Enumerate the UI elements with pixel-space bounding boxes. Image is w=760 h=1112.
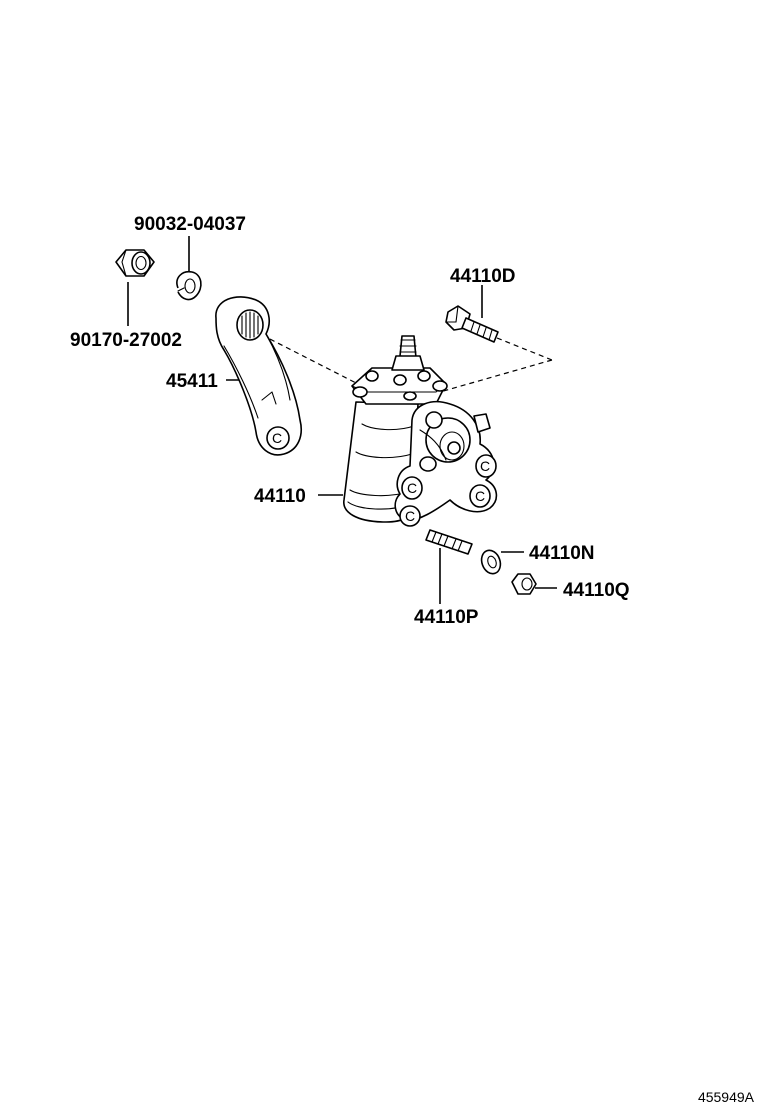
alignment-dashed-lines xyxy=(261,334,553,393)
stud-bolt-icon xyxy=(425,529,473,555)
part-label: 90170-27002 xyxy=(70,330,182,351)
washer-icon xyxy=(480,549,502,575)
bolt-icon xyxy=(445,305,499,343)
part-label: 45411 xyxy=(166,371,218,392)
svg-text:C: C xyxy=(407,480,417,496)
part-label: 44110P xyxy=(414,607,479,628)
part-label: 44110N xyxy=(529,543,595,564)
steering-gear-housing-icon: C C C C xyxy=(343,335,498,527)
part-label: 44110D xyxy=(450,266,516,287)
part-label: 44110 xyxy=(254,486,306,507)
svg-text:C: C xyxy=(405,508,415,524)
flange-nut-icon xyxy=(511,573,537,595)
lock-washer-icon xyxy=(176,270,202,301)
pitman-arm-icon: C xyxy=(215,296,302,456)
svg-text:C: C xyxy=(480,458,490,474)
svg-text:C: C xyxy=(475,488,485,504)
part-label: 90032-04037 xyxy=(134,214,246,235)
diagram-reference-number: 455949A xyxy=(698,1089,755,1105)
svg-text:C: C xyxy=(272,430,282,446)
part-label: 44110Q xyxy=(563,580,630,601)
nut-icon xyxy=(115,249,155,277)
